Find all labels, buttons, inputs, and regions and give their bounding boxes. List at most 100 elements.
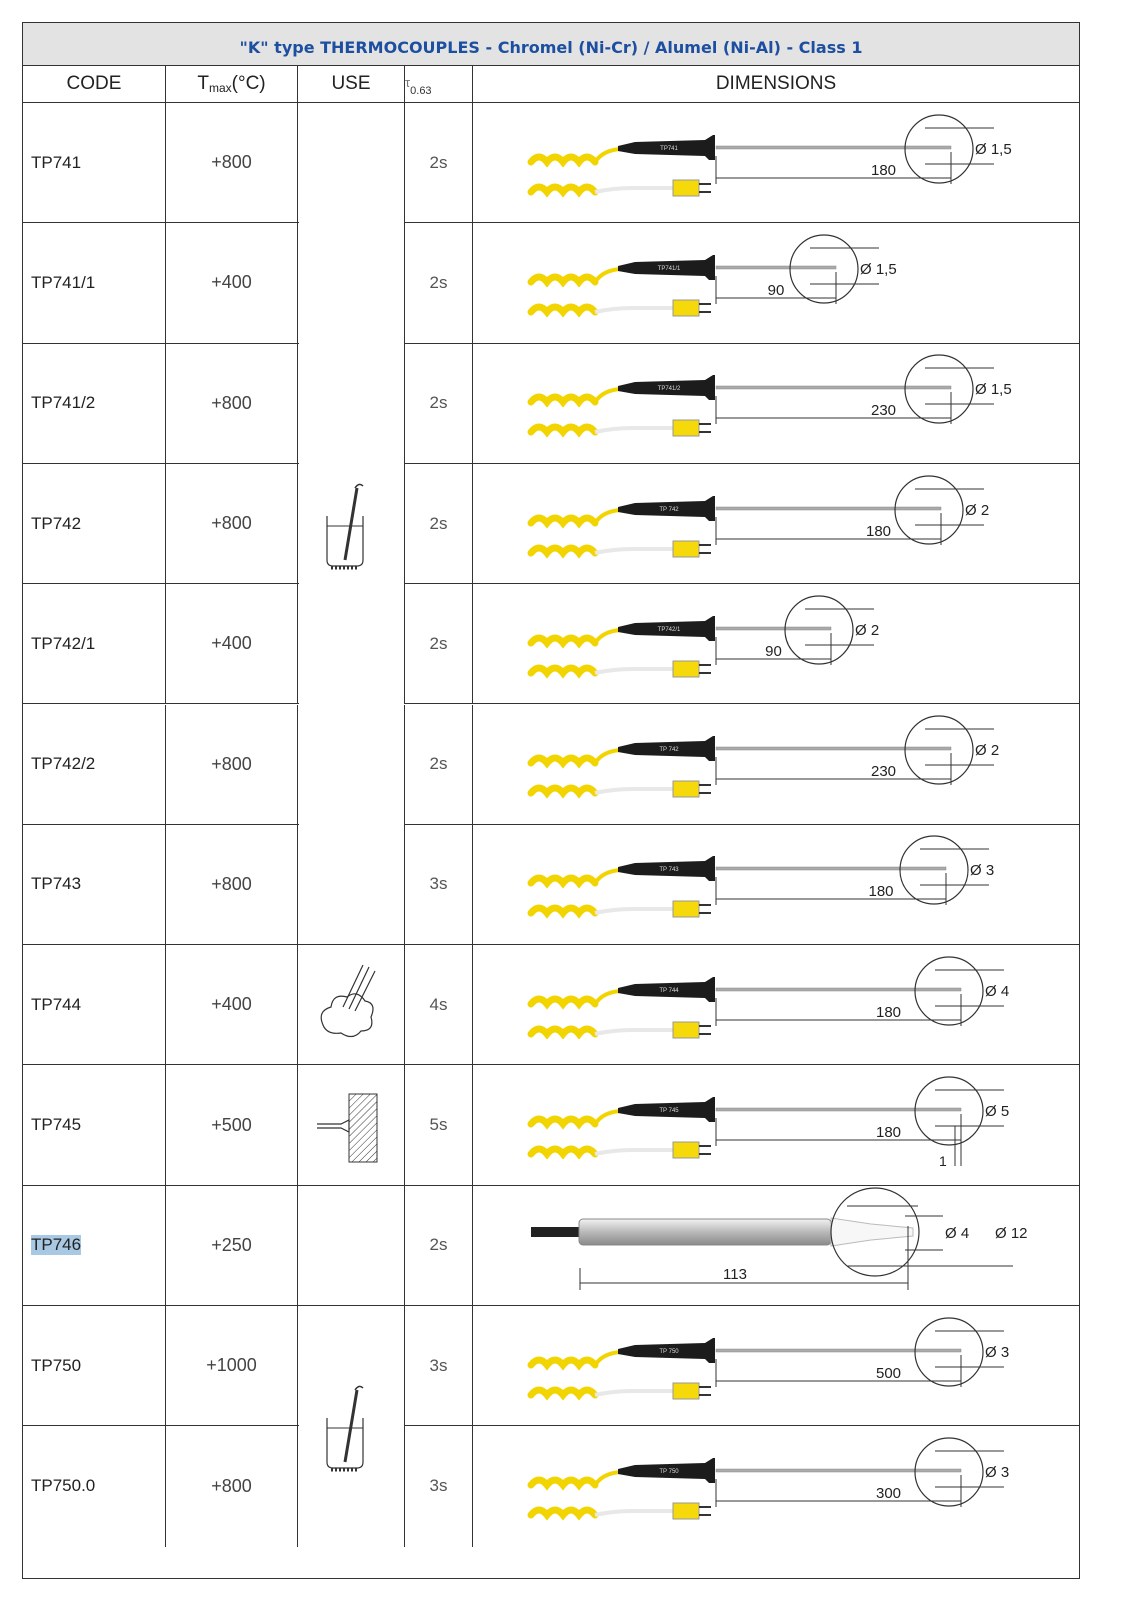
response-time-cell: 2s [405,704,473,824]
coiled-cable-icon [527,393,599,408]
header-tau-label: τ0.63 [405,74,472,98]
detail-circle [914,956,984,1026]
coiled-cable-icon [527,514,599,529]
header-use: USE [298,66,405,102]
handle-label: TP741 [660,146,678,152]
use-cell [298,704,405,824]
coiled-cable-icon [527,1115,599,1130]
handle-label: TP 744 [659,988,679,994]
code-cell: TP741 [23,103,166,223]
code-cell: TP744 [23,945,166,1065]
diameter-label: Ø 2 [965,502,989,519]
handle-label: TP741/1 [658,266,681,272]
code-cell: TP746 [23,1185,166,1305]
coiled-cable-icon [527,1476,599,1492]
length-label: 180 [876,1124,901,1141]
detail-circle [789,234,859,304]
coiled-cable-icon [527,995,599,1010]
max-temperature: +800 [211,513,252,534]
response-time-cell: 2s [405,1185,473,1305]
detail-circle [830,1187,920,1277]
handle-label: TP742/1 [658,627,681,633]
tmax-cell: +400 [166,223,298,343]
coiled-cable-icon [527,423,599,438]
product-code: TP742 [31,513,82,533]
probe-stem-icon [715,987,962,991]
merged-cell-filler [299,581,404,587]
max-temperature: +800 [211,753,252,774]
use-cell [298,584,405,704]
code-cell: TP750 [23,1306,166,1426]
max-temperature: +400 [211,633,252,654]
coiled-cable-icon [527,1025,599,1040]
probe-stem-icon [715,626,832,631]
diameter-label: Ø 1,5 [860,261,897,278]
header-tmax-sub: max [208,81,232,95]
merged-cell-filler [299,340,404,346]
coiled-cable-icon [527,303,599,318]
detail-circle [784,595,854,665]
product-code: TP744 [31,994,82,1014]
handle-icon [618,736,715,762]
merged-cell-filler [299,220,404,226]
connector-icon [672,1021,700,1039]
table-title: "K" type THERMOCOUPLES - Chromel (Ni-Cr)… [239,37,863,57]
diameter-label: Ø 1,5 [975,381,1012,398]
connector-icon [672,1382,700,1400]
use-cell [298,1065,405,1185]
product-code: TP742/1 [31,633,96,653]
code-cell: TP742/2 [23,704,166,824]
response-time: 3s [429,874,448,894]
max-temperature: +800 [211,152,252,173]
use-cell [298,1426,405,1547]
handle-label: TP 743 [659,867,679,873]
detail-circle [904,114,974,184]
detail-circle [914,1076,984,1146]
probe-stem-icon [715,867,947,871]
detail-circle [904,354,974,424]
immersion-beaker-icon [326,1385,364,1472]
coiled-cable-icon [527,784,599,799]
coiled-cable-icon [527,273,599,288]
use-cell [298,223,405,343]
probe-stem-icon [715,1107,962,1112]
probe-stem-icon [715,506,942,510]
connector-icon [672,179,700,197]
tmax-cell: +400 [166,945,298,1065]
length-label: 180 [876,1004,901,1021]
connector-icon [672,1502,700,1520]
tmax-cell: +1000 [166,1306,298,1426]
detail-circle [899,835,969,906]
diameter-label: Ø 3 [985,1464,1009,1481]
response-time: 2s [429,513,448,533]
header-tau-main: τ [405,74,411,90]
header-code-label: CODE [66,73,122,94]
handle-icon [618,856,715,882]
max-temperature: +800 [211,392,252,413]
response-time: 2s [429,754,448,774]
coiled-cable-icon [527,1386,599,1401]
coiled-cable-icon [527,874,599,890]
handle-icon [618,254,715,280]
response-time-cell: 2s [405,103,473,223]
coiled-cable-icon [527,1506,599,1522]
tmax-cell: +250 [166,1185,298,1305]
connector-icon [672,900,700,918]
